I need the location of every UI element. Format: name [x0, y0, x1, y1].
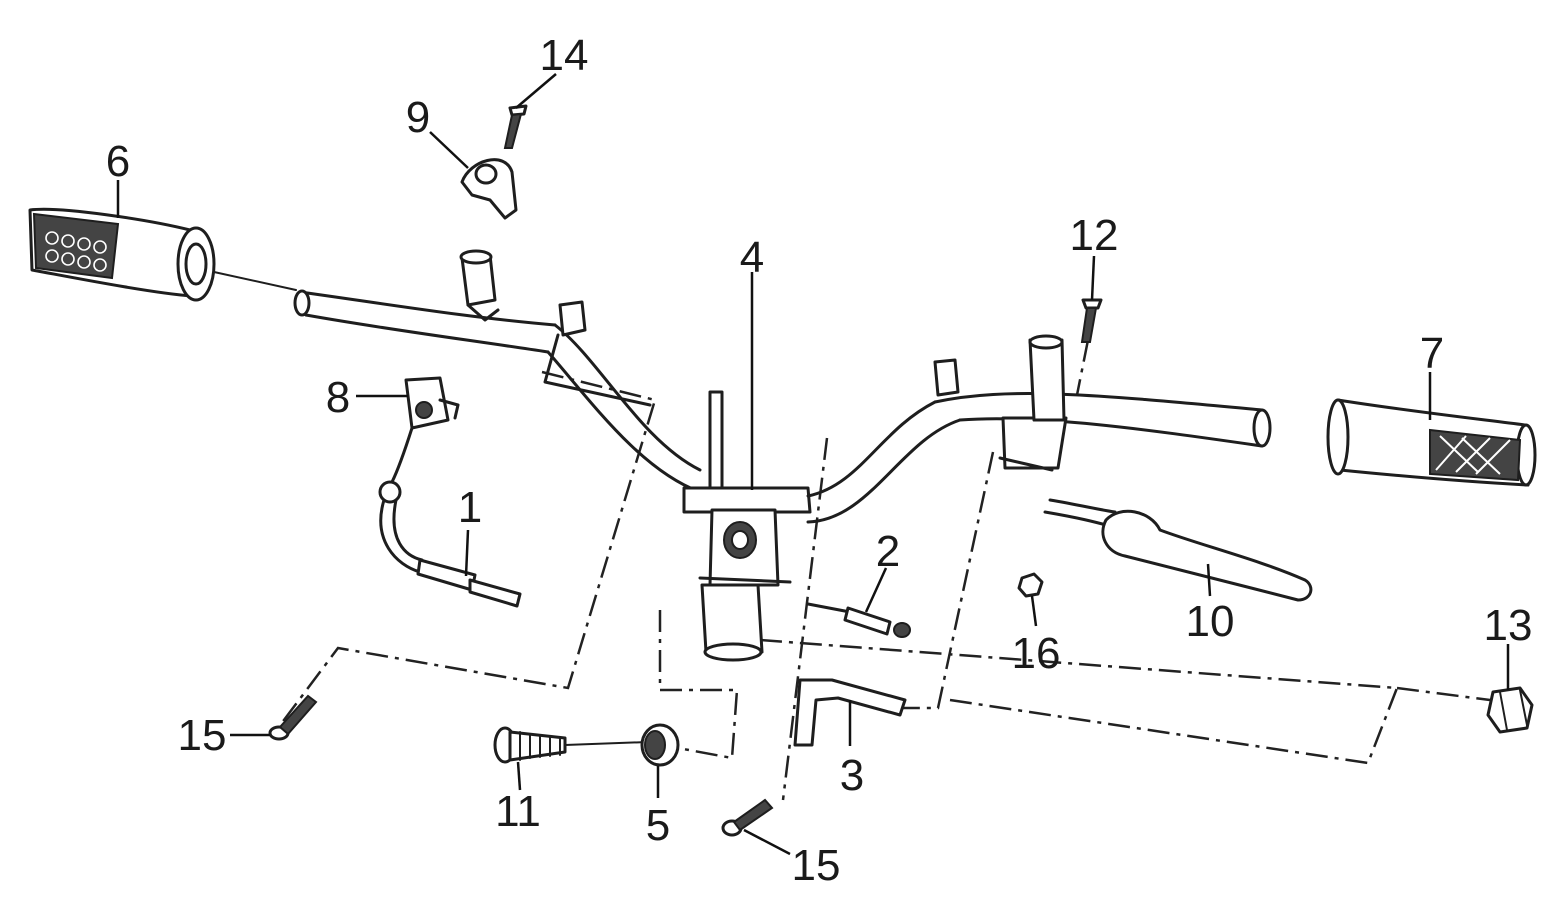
screw-14 [503, 104, 528, 149]
callout-5: 5 [646, 801, 670, 850]
callout-12: 12 [1070, 211, 1119, 260]
nut-16 [1017, 572, 1044, 598]
screw-15-bottom [721, 798, 774, 837]
right-grip [1326, 398, 1537, 487]
screw-15-left [268, 694, 318, 741]
callout-15-bottom: 15 [792, 841, 841, 890]
callout-10: 10 [1186, 597, 1235, 646]
left-grip [28, 207, 297, 302]
bracket [793, 678, 907, 747]
bolt-11 [493, 726, 649, 764]
nut-5 [640, 723, 680, 767]
callout-14: 14 [540, 31, 589, 80]
callout-11: 11 [495, 787, 541, 836]
callout-9: 9 [406, 93, 430, 142]
brake-lever [1043, 498, 1313, 602]
screw-12 [1080, 298, 1103, 343]
clamp-cap [460, 158, 518, 220]
leader-lines [116, 73, 1510, 856]
callout-8: 8 [326, 373, 350, 422]
switch-cable [378, 426, 522, 608]
flange-nut-13 [1486, 686, 1534, 734]
callout-15-left: 15 [178, 711, 227, 760]
callout-labels: 1 2 3 4 5 6 7 8 9 10 11 12 13 14 15 15 1… [106, 31, 1533, 890]
callout-4: 4 [740, 233, 764, 282]
callout-2: 2 [876, 527, 900, 576]
callout-1: 1 [458, 483, 482, 532]
callout-13: 13 [1484, 601, 1533, 650]
assembly-lines [277, 339, 1491, 801]
callout-3: 3 [840, 751, 864, 800]
callout-16: 16 [1012, 629, 1061, 678]
switch-housing [404, 376, 460, 430]
callout-7: 7 [1420, 329, 1444, 378]
handlebar [293, 249, 1272, 662]
callout-6: 6 [106, 137, 130, 186]
brake-cable-end [806, 602, 911, 638]
